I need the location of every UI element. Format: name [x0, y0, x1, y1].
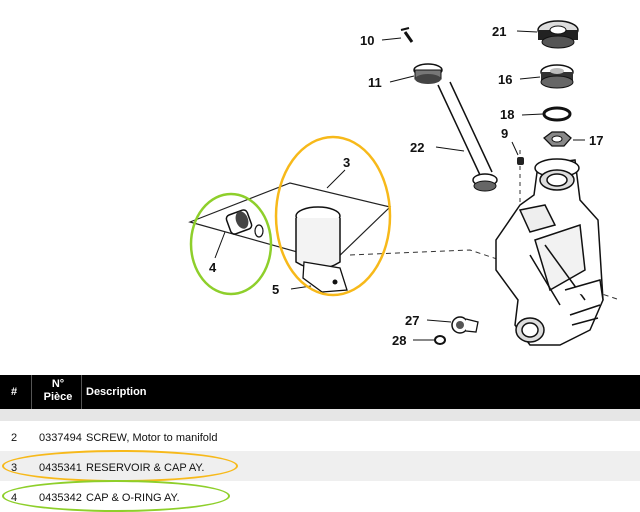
- callout-10: 10: [360, 33, 374, 48]
- row-number: 2: [11, 432, 18, 444]
- callout-3: 3: [343, 155, 350, 170]
- header-part-number: N°Pièce: [43, 378, 73, 403]
- fitting-part: [413, 63, 443, 84]
- washer-part: [542, 106, 572, 122]
- callout-4: 4: [209, 260, 217, 275]
- callout-27: 27: [405, 313, 419, 328]
- table-header: # N°Pièce Description: [0, 375, 640, 409]
- table-row: 4 0435342 CAP & O-RING AY.: [0, 480, 640, 512]
- reservoir-row-highlight: [2, 450, 238, 482]
- callout-28: 28: [392, 333, 406, 348]
- plug-part: [540, 64, 574, 89]
- tube-part: [437, 81, 498, 192]
- cap-oring-part: [225, 209, 264, 238]
- reservoir-part: [295, 206, 348, 293]
- small-fitting-part: [517, 157, 524, 165]
- callout-16: 16: [498, 72, 512, 87]
- callout-17: 17: [589, 133, 603, 148]
- callout-21: 21: [492, 24, 506, 39]
- parts-diagram: 10 21 11 16 18 9 17 22 3 4 5 27 28: [188, 20, 621, 348]
- callout-9: 9: [501, 126, 508, 141]
- oring-part: [434, 335, 446, 345]
- screw-part: [400, 27, 414, 43]
- reservoir-highlight: [274, 135, 392, 297]
- callout-22: 22: [410, 140, 424, 155]
- callout-18: 18: [500, 107, 514, 122]
- table-row: 3 0435341 RESERVOIR & CAP AY.: [0, 450, 640, 482]
- cap-row-highlight: [2, 480, 230, 512]
- callout-5: 5: [272, 282, 279, 297]
- top-cap-part: [537, 20, 579, 49]
- manifold-body: [495, 158, 604, 346]
- table-row: 2 0337494 SCREW, Motor to manifold: [0, 421, 640, 451]
- elbow-fitting-part: [451, 316, 479, 334]
- nut-part: [543, 131, 572, 147]
- row-description: SCREW, Motor to manifold: [86, 432, 218, 444]
- parts-table: # N°Pièce Description 2 0337494 SCREW, M…: [0, 375, 640, 512]
- callout-11: 11: [368, 75, 382, 90]
- header-description: Description: [86, 386, 147, 398]
- table-spacer: [0, 409, 640, 421]
- cap-highlight: [189, 192, 273, 296]
- header-number: #: [11, 386, 18, 398]
- row-part-number: 0337494: [39, 432, 82, 444]
